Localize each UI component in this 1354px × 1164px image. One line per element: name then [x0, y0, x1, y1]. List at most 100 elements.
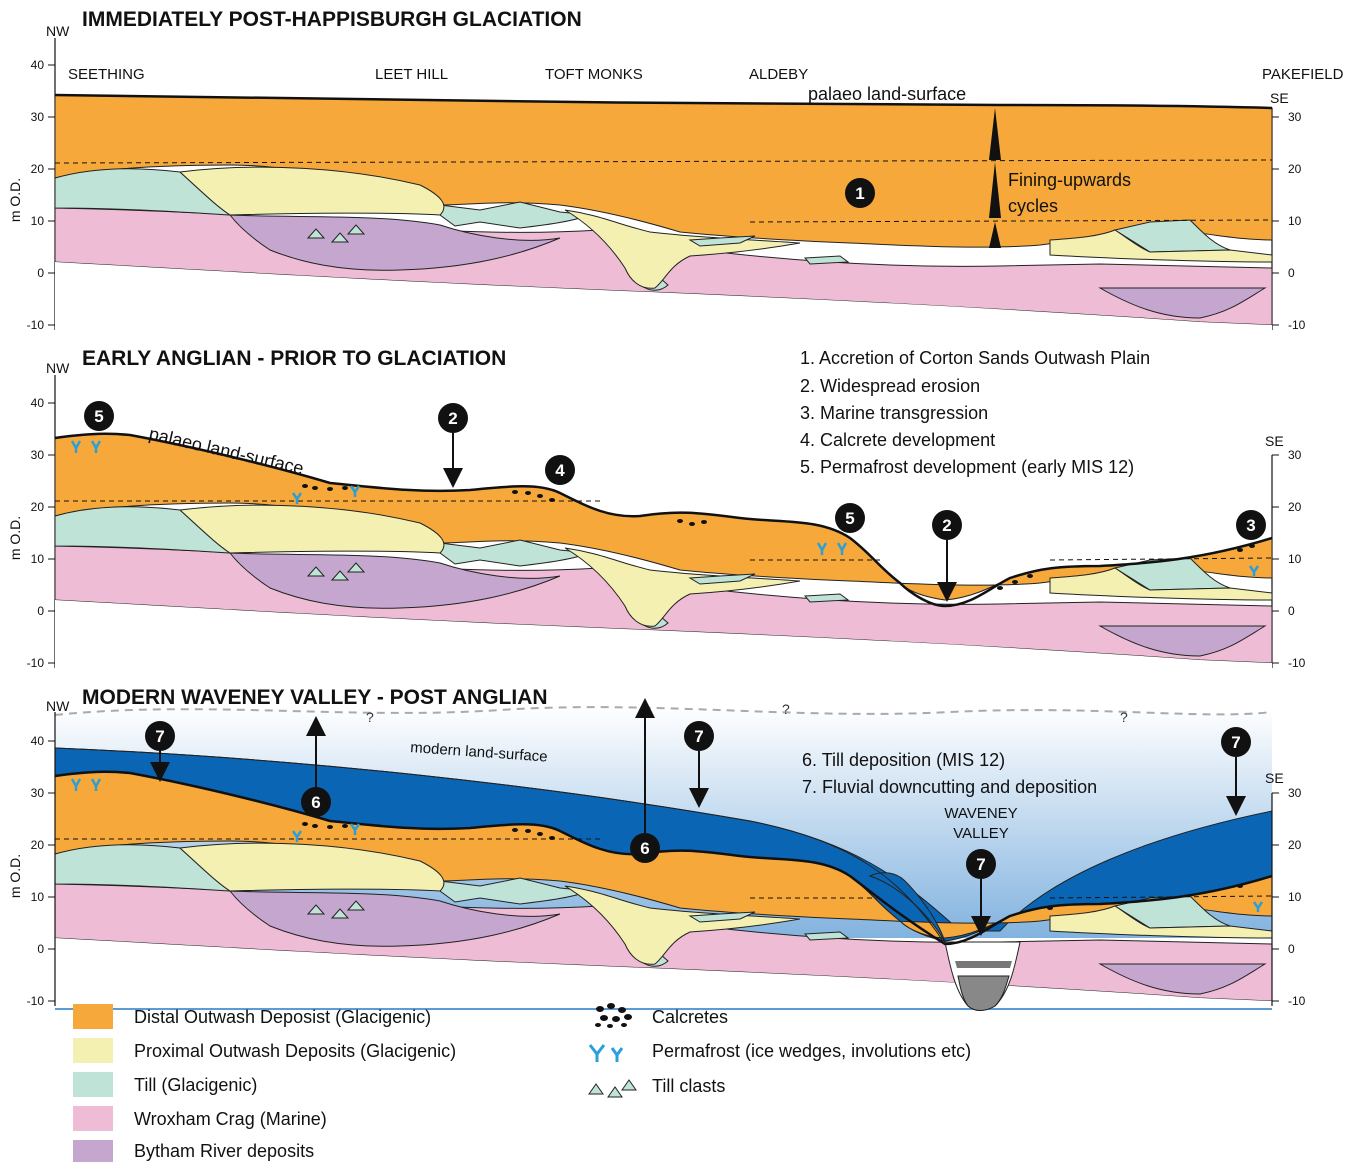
tick-label: 30	[31, 448, 45, 462]
tick-label: 10	[31, 552, 45, 566]
panel-title: EARLY ANGLIAN - PRIOR TO GLACIATION	[82, 347, 506, 370]
tick-label: 40	[31, 58, 45, 72]
left-axis-ticks-3: 40 30 20 10 0 -10	[27, 734, 55, 1008]
legend-swatch-bytham	[73, 1140, 113, 1162]
surface-label: palaeo land-surface	[808, 84, 966, 104]
tick-label: 10	[1288, 890, 1302, 904]
tick-label: -10	[1288, 318, 1306, 332]
legend-swatch-till	[73, 1072, 113, 1097]
tick-label: 0	[37, 604, 44, 618]
panel-title: IMMEDIATELY POST-HAPPISBURGH GLACIATION	[82, 8, 582, 31]
calcrete-marks	[302, 484, 1255, 590]
badge-7	[684, 721, 714, 751]
badge-5	[835, 503, 865, 533]
tick-label: 10	[1288, 214, 1302, 228]
place-label: SEETHING	[68, 66, 145, 83]
tick-label: 30	[31, 110, 45, 124]
tick-label: 40	[31, 734, 45, 748]
tick-label: -10	[27, 318, 45, 332]
permafrost-marks	[70, 440, 1260, 576]
tick-label: 20	[1288, 500, 1302, 514]
legend-label: Proximal Outwash Deposits (Glacigenic)	[134, 1041, 456, 1061]
tick-label: 0	[37, 266, 44, 280]
direction-nw: NW	[46, 360, 70, 376]
legend-label: Bytham River deposits	[134, 1141, 314, 1161]
tick-label: 10	[31, 890, 45, 904]
fining-upwards-arrows	[989, 108, 1001, 248]
y-axis-label: m O.D.	[7, 854, 23, 898]
direction-nw: NW	[46, 23, 70, 39]
note-7: 7. Fluvial downcutting and deposition	[802, 777, 1097, 797]
badge-number: 7	[694, 727, 703, 746]
calcrete-icon	[595, 1003, 632, 1028]
note-2: 2. Widespread erosion	[800, 376, 980, 396]
right-axis-ticks-3: 30 20 10 0 -10	[1272, 786, 1306, 1008]
tick-label: -10	[1288, 994, 1306, 1008]
tick-label: 30	[31, 786, 45, 800]
badge-2	[932, 510, 962, 540]
direction-se: SE	[1265, 770, 1284, 786]
badge-number: 6	[311, 793, 320, 812]
tick-label: 30	[1288, 110, 1302, 124]
process-notes: 6. Till deposition (MIS 12) 7. Fluvial d…	[802, 750, 1097, 797]
panel-3: ? ? ?	[7, 686, 1306, 1011]
badge-number: 5	[94, 407, 103, 426]
note-1: 1. Accretion of Corton Sands Outwash Pla…	[800, 348, 1150, 368]
right-axis-ticks-2: 30 20 10 0 -10	[1272, 448, 1306, 670]
tick-label: 10	[1288, 552, 1302, 566]
tick-label: 20	[31, 838, 45, 852]
process-notes: 1. Accretion of Corton Sands Outwash Pla…	[800, 348, 1150, 477]
badge-number: 2	[448, 409, 457, 428]
tick-label: 20	[1288, 838, 1302, 852]
place-label: ALDEBY	[749, 66, 808, 83]
till-clasts-icon	[588, 1079, 637, 1098]
tick-label: 0	[37, 942, 44, 956]
legend-label: Wroxham Crag (Marine)	[134, 1109, 327, 1129]
panel-2: 40 30 20 10 0 -10 30 20 10 0 -10 m O.D. …	[7, 347, 1306, 670]
legend-label: Till clasts	[652, 1076, 725, 1096]
cycles-label: cycles	[1008, 196, 1058, 216]
badge-number: 4	[555, 461, 565, 480]
place-label: PAKEFIELD	[1262, 66, 1344, 83]
badge-6	[301, 787, 331, 817]
left-axis-ticks-2: 40 30 20 10 0 -10	[27, 396, 55, 670]
legend-label: Distal Outwash Deposist (Glacigenic)	[134, 1007, 431, 1027]
unknown-marker: ?	[1120, 709, 1128, 725]
right-axis-ticks-1: 30 20 10 0 -10	[1272, 110, 1306, 332]
badge-number: 7	[155, 727, 164, 746]
valley-label: VALLEY	[953, 825, 1009, 842]
direction-se: SE	[1270, 90, 1289, 106]
legend-swatch-distal	[73, 1004, 113, 1029]
place-label: TOFT MONKS	[545, 66, 643, 83]
cycles-label: Fining-upwards	[1008, 170, 1131, 190]
valley-label: WAVENEY	[944, 805, 1017, 822]
badge-number: 2	[942, 516, 951, 535]
note-4: 4. Calcrete development	[800, 430, 995, 450]
legend-label: Calcretes	[652, 1007, 728, 1027]
left-axis-ticks-1: 40 30 20 10 0 -10	[27, 58, 55, 332]
tick-label: 10	[31, 214, 45, 228]
tick-label: -10	[27, 656, 45, 670]
badge-number: 1	[855, 184, 864, 203]
tick-label: 20	[31, 162, 45, 176]
unknown-marker: ?	[366, 709, 374, 725]
legend-label: Till (Glacigenic)	[134, 1075, 257, 1095]
note-5: 5. Permafrost development (early MIS 12)	[800, 457, 1134, 477]
panel-1: 40 30 20 10 0 -10 30 20 10 0 -10 m O.D. …	[7, 8, 1344, 332]
legend-label: Permafrost (ice wedges, involutions etc)	[652, 1041, 971, 1061]
badge-3	[1236, 510, 1266, 540]
badge-7	[145, 721, 175, 751]
badge-4	[545, 455, 575, 485]
badge-number: 7	[1231, 733, 1240, 752]
tick-label: 40	[31, 396, 45, 410]
direction-nw: NW	[46, 698, 70, 714]
note-6: 6. Till deposition (MIS 12)	[802, 750, 1005, 770]
y-axis-label: m O.D.	[7, 516, 23, 560]
tick-label: 0	[1288, 604, 1295, 618]
badge-2	[438, 403, 468, 433]
badge-7	[1221, 727, 1251, 757]
panel-title: MODERN WAVENEY VALLEY - POST ANGLIAN	[82, 686, 548, 709]
tick-label: -10	[1288, 656, 1306, 670]
permafrost-icon	[588, 1044, 624, 1062]
